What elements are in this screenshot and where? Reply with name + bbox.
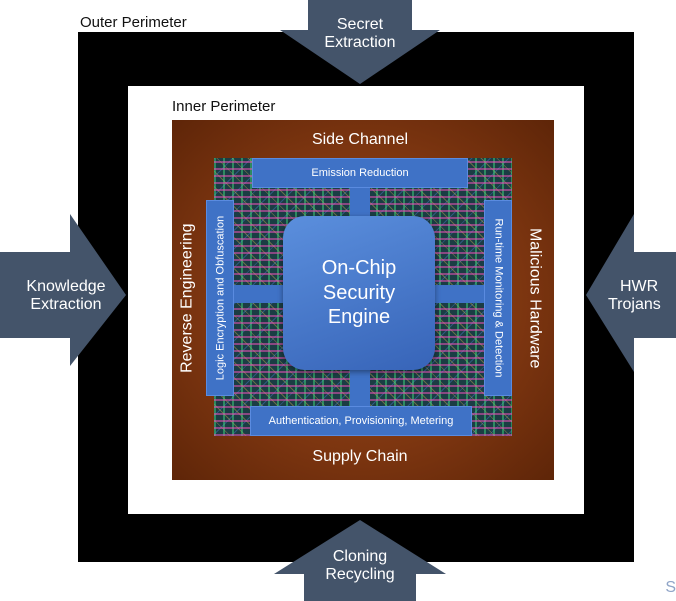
- connector-bottom: [350, 368, 370, 408]
- emission-reduction-bar: Emission Reduction: [252, 158, 468, 188]
- cloning-recycling-label: Cloning Recycling: [300, 548, 420, 585]
- connector-left: [234, 285, 286, 303]
- corner-fragment-text: S: [665, 579, 676, 596]
- left-threat-arrow: [0, 214, 126, 366]
- authentication-bar: Authentication, Provisioning, Metering: [250, 406, 472, 436]
- secret-extraction-line-2: Extraction: [324, 34, 396, 52]
- right-threat-arrow: [586, 214, 676, 372]
- connector-top: [350, 186, 370, 220]
- authentication-label: Authentication, Provisioning, Metering: [268, 415, 454, 427]
- engine-line-3: Engine: [327, 306, 391, 329]
- secret-extraction-line-1: Secret: [336, 16, 384, 33]
- top-threat-arrow: [280, 0, 440, 84]
- emission-reduction-label: Emission Reduction: [311, 167, 409, 179]
- bottom-threat-arrow: [274, 520, 446, 601]
- knowledge-extraction-label: Knowledge Extraction: [8, 278, 124, 315]
- security-engine: On-Chip Security Engine: [283, 216, 435, 370]
- inner-perimeter-label: Inner Perimeter: [172, 98, 276, 115]
- hwr-trojans-line-1: HWR: [620, 278, 659, 295]
- connector-right: [432, 285, 484, 303]
- logic-encryption-bar: Logic Encryption and Obfuscation: [206, 200, 234, 396]
- knowledge-extraction-line-1: Knowledge: [26, 278, 106, 295]
- cloning-recycling-line-1: Cloning: [332, 548, 388, 565]
- outer-perimeter-label: Outer Perimeter: [80, 14, 187, 31]
- secret-extraction-label: Secret Extraction: [310, 16, 410, 53]
- hwr-trojans-label: HWR Trojans: [608, 278, 676, 315]
- knowledge-extraction-line-2: Extraction: [30, 296, 102, 314]
- engine-line-2: Security: [322, 281, 396, 304]
- supply-chain-label: Supply Chain: [312, 448, 408, 465]
- cloning-recycling-line-2: Recycling: [325, 566, 395, 584]
- engine-line-1: On-Chip: [321, 257, 397, 280]
- runtime-monitoring-bar: Run-time Monitoring & Detection: [484, 200, 512, 396]
- side-channel-label: Side Channel: [311, 131, 409, 148]
- hwr-trojans-line-2: Trojans: [608, 296, 661, 314]
